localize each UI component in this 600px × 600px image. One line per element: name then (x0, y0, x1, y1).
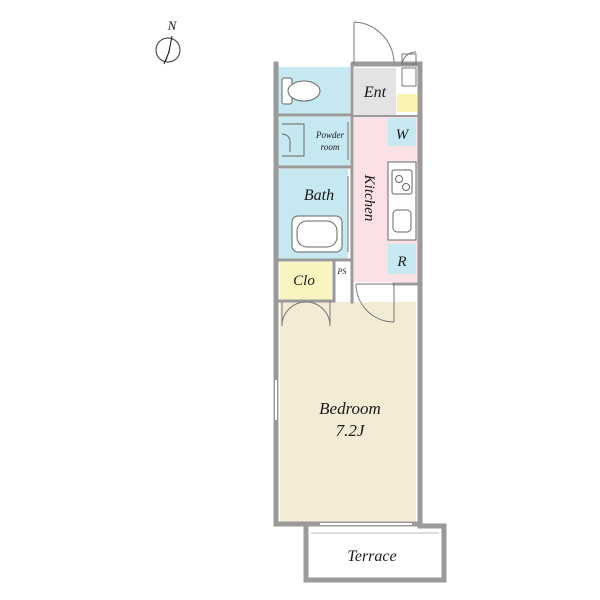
shoe-box (397, 94, 417, 112)
bedroom-area (280, 302, 416, 522)
bedroom-door (355, 283, 395, 323)
fridge-label: R (396, 254, 406, 270)
entrance-door (353, 21, 395, 64)
compass-needle-tail-icon (163, 35, 173, 65)
closet-room (280, 262, 332, 300)
washer-label: W (396, 127, 410, 143)
fridge-space (388, 244, 416, 274)
compass-circle (155, 37, 181, 63)
entrance-area (354, 68, 396, 116)
shoe-cabinet-door (401, 51, 417, 87)
north-label: N (167, 18, 178, 33)
entrance-label: Ent (363, 84, 387, 101)
kitchen-counter (387, 161, 417, 241)
washer-space (388, 118, 416, 146)
stove-icon (391, 169, 413, 195)
bathtub-icon (291, 215, 343, 253)
walls (273, 61, 447, 583)
powder-room-label-line1: Powder (315, 130, 344, 140)
closet-label: Clo (293, 273, 315, 289)
kitchen-label: Kitchen (361, 174, 377, 222)
closet-doors (281, 301, 331, 327)
powder-room-label-line2: room (321, 142, 340, 152)
bedroom-label: Bedroom (319, 399, 381, 418)
sink-icon (281, 123, 305, 157)
compass: N (155, 18, 181, 65)
terrace-label: Terrace (347, 548, 396, 565)
bath-label: Bath (304, 187, 334, 204)
toilet-icon (281, 77, 321, 105)
terrace-wall (303, 523, 447, 583)
terrace-area (311, 531, 439, 577)
bedroom-size-label: 7.2J (336, 421, 366, 440)
pipe-space-label: PS (337, 267, 347, 276)
kitchen-sink-icon (392, 209, 412, 233)
